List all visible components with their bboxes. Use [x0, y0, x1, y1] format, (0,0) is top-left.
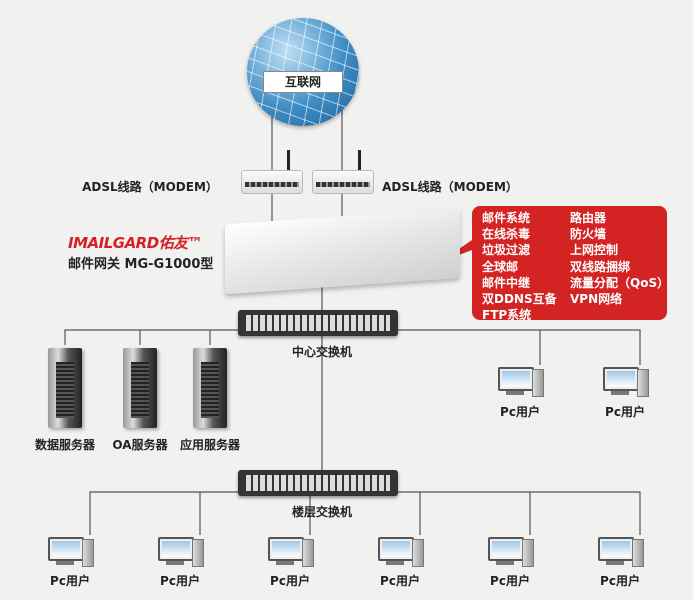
pc-computer-icon: [48, 537, 94, 567]
feature-item: 路由器: [570, 211, 607, 225]
modem-label-right: ADSL线路（MODEM）: [382, 180, 518, 194]
server-label-data: 数据服务器: [34, 438, 96, 452]
pc-computer-icon: [488, 537, 534, 567]
modem-right-icon: [312, 170, 374, 194]
pc-user-label: Pc用户: [270, 574, 310, 588]
feature-item: 在线杀毒: [482, 227, 531, 242]
pc-computer-icon: [603, 367, 649, 397]
features-right-list: 路由器防火墙上网控制双线路捆绑流量分配（QoS） VPN网络: [570, 210, 670, 307]
pc-computer-icon: [378, 537, 424, 567]
feature-item: 上网控制: [570, 243, 619, 258]
feature-item: 双DDNS互备: [482, 292, 557, 307]
feature-item: 防火墙: [570, 227, 607, 242]
pc-computer-icon: [158, 537, 204, 567]
pc-user-label: Pc用户: [500, 405, 540, 419]
feature-item: 双线路捆绑: [570, 259, 631, 274]
core-switch-label: 中心交换机: [291, 345, 353, 359]
server-label-oa: OA服务器: [112, 438, 168, 452]
server-icon: [123, 348, 157, 428]
antenna-icon: [358, 150, 361, 172]
feature-item: 邮件系统: [482, 211, 531, 225]
pc-user-label: Pc用户: [160, 574, 200, 588]
pc-computer-icon: [498, 367, 544, 397]
modem-left-icon: [241, 170, 303, 194]
core-switch-icon: [238, 310, 398, 336]
pc-computer-icon: [268, 537, 314, 567]
server-icon: [193, 348, 227, 428]
feature-item: 流量分配（QoS）: [570, 275, 670, 290]
feature-item: 全球邮: [482, 259, 519, 274]
internet-label: 互联网: [263, 71, 343, 93]
pc-user-label: Pc用户: [380, 574, 420, 588]
feature-item: VPN网络: [570, 292, 623, 307]
pc-user-label: Pc用户: [600, 574, 640, 588]
pc-user-label: Pc用户: [490, 574, 530, 588]
floor-switch-label: 楼层交换机: [291, 505, 353, 519]
feature-item: 邮件中继: [482, 275, 531, 290]
floor-switch-icon: [238, 470, 398, 496]
antenna-icon: [287, 150, 290, 172]
pc-user-label: Pc用户: [50, 574, 90, 588]
pc-computer-icon: [598, 537, 644, 567]
modem-label-left: ADSL线路（MODEM）: [82, 180, 218, 194]
gateway-model: 邮件网关 MG-G1000型: [68, 257, 214, 272]
server-icon: [48, 348, 82, 428]
pc-user-label: Pc用户: [605, 405, 645, 419]
brand-logo: IMAILGARD佑友™: [68, 234, 203, 252]
feature-item: 垃圾过滤: [482, 243, 531, 258]
server-label-app: 应用服务器: [179, 438, 241, 452]
feature-item: FTP系统: [482, 308, 532, 323]
